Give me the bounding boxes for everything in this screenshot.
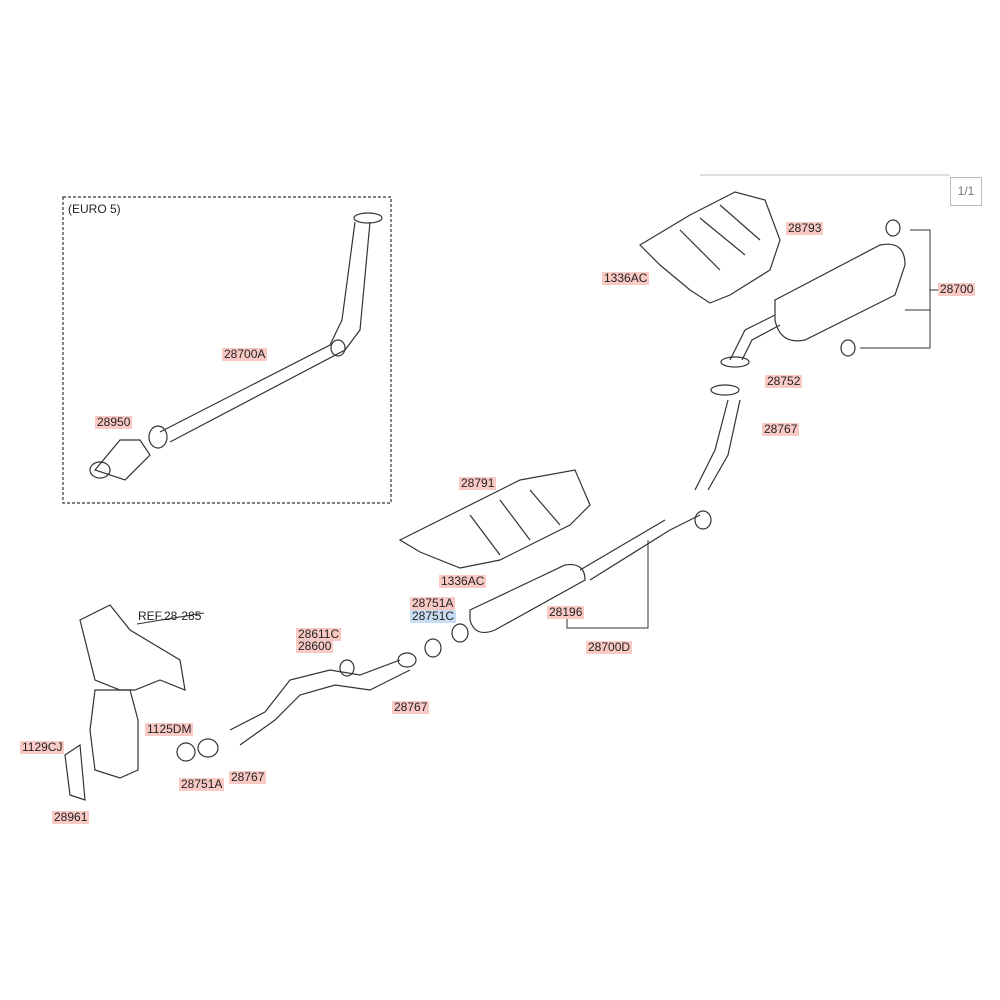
callout-1125DM[interactable]: 1125DM (145, 722, 194, 736)
center-muffler-28196 (424, 510, 712, 658)
front-pipe-28600 (176, 652, 417, 762)
heat-shield-28791 (398, 469, 591, 569)
callout-28752[interactable]: 28752 (765, 374, 803, 388)
callout-28767-low[interactable]: 28767 (229, 770, 267, 784)
front-pipe-euro5 (89, 212, 383, 481)
callout-28751C-selected[interactable]: 28751C (410, 609, 457, 623)
callout-28600[interactable]: 28600 (296, 639, 334, 653)
callout-28196[interactable]: 28196 (547, 605, 585, 619)
euro5-box-title: (EURO 5) (68, 202, 121, 216)
exhaust-manifold-catalyst (64, 604, 186, 801)
callout-1336AC-top[interactable]: 1336AC (602, 271, 650, 285)
callout-28767-mid[interactable]: 28767 (392, 700, 430, 714)
callout-1129CJ[interactable]: 1129CJ (20, 740, 65, 754)
callout-28611C[interactable]: 28611C (296, 627, 342, 641)
callout-28700A[interactable]: 28700A (222, 347, 268, 361)
callout-28961[interactable]: 28961 (52, 810, 90, 824)
callout-1336AC-mid[interactable]: 1336AC (439, 574, 487, 588)
main-muffler-28700 (694, 219, 906, 491)
page-indicator: 1/1 (950, 177, 982, 206)
euro5-dashed-box (62, 196, 392, 504)
callout-28751A-mid[interactable]: 28751A (410, 596, 456, 610)
heat-shield-28793 (639, 191, 781, 304)
callout-28950[interactable]: 28950 (95, 415, 133, 429)
callout-28751A-low[interactable]: 28751A (179, 777, 225, 791)
reference-label: REF.28-285 (138, 609, 202, 623)
callout-28767-right[interactable]: 28767 (762, 422, 800, 436)
callout-28791[interactable]: 28791 (459, 476, 497, 490)
callout-28700[interactable]: 28700 (938, 282, 976, 296)
callout-28700D[interactable]: 28700D (586, 640, 633, 654)
callout-28793[interactable]: 28793 (786, 221, 824, 235)
